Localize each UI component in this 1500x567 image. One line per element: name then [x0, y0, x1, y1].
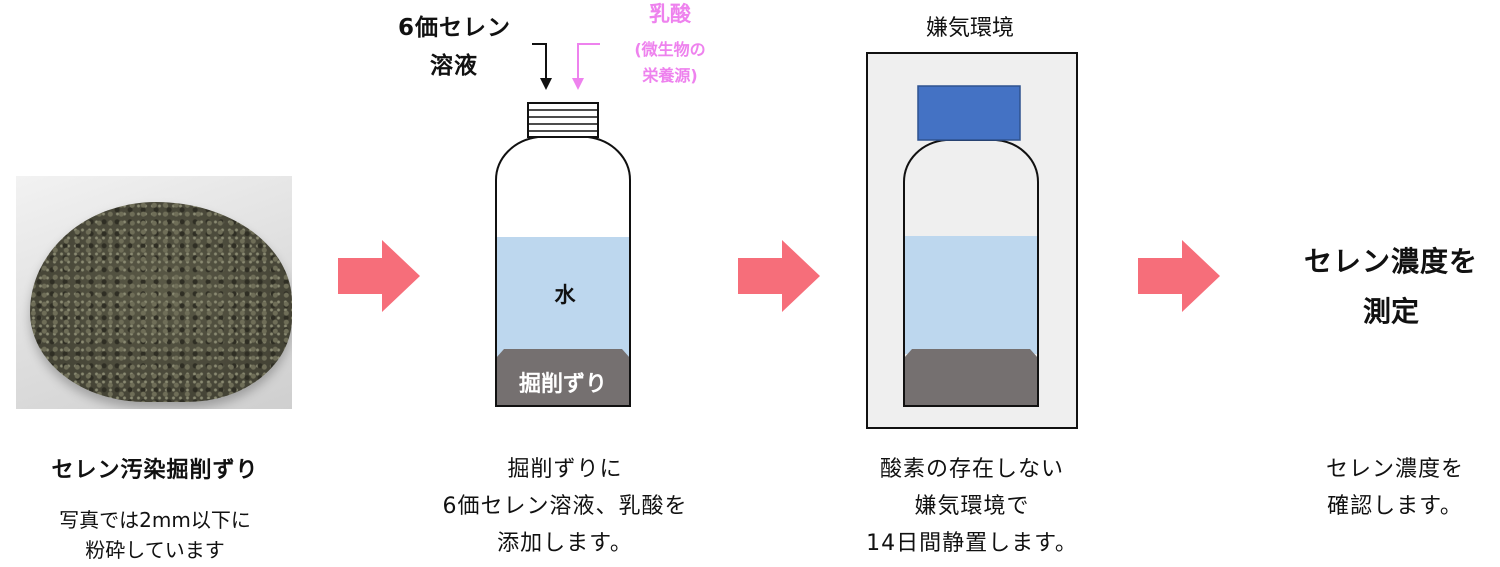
selenium-addition-arrow [532, 43, 552, 90]
soil-pile [30, 202, 292, 402]
step4-desc-line2: 確認します。 [1327, 494, 1463, 519]
step3-desc-line3: 14日間静置します。 [866, 531, 1078, 556]
flow-arrow-3 [1138, 240, 1220, 312]
step4-headline-line1: セレン濃度を [1303, 245, 1478, 278]
chamber-water-layer [904, 236, 1038, 354]
lactic-addition-arrow [572, 43, 600, 90]
chamber-sediment-layer [904, 349, 1038, 406]
anaerobic-header: 嫌気環境 [925, 16, 1014, 41]
chamber-bottle [903, 139, 1039, 407]
selenium-solution-label-line1: 6価セレン [398, 15, 512, 41]
step1-desc-line2: 粉砕しています [85, 538, 225, 562]
step2-desc-line3: 添加します。 [497, 531, 633, 556]
water-layer [496, 237, 630, 359]
bottle-cap [527, 102, 599, 138]
step2-desc-line2: 6価セレン溶液、乳酸を [442, 494, 688, 519]
sediment-label: 掘削ずり [518, 372, 607, 397]
step3-desc-line1: 酸素の存在しない [879, 457, 1064, 482]
reaction-bottle [495, 43, 631, 407]
lactic-note-line1: (微生物の [634, 40, 706, 59]
step4-desc-line1: セレン濃度を [1325, 457, 1464, 482]
sediment-layer [496, 349, 630, 406]
water-label: 水 [554, 283, 576, 307]
selenium-solution-label-line2: 溶液 [430, 53, 478, 79]
step3-desc-line2: 嫌気環境で [914, 494, 1030, 519]
step2-desc-line1: 掘削ずりに [507, 457, 623, 482]
lactic-note-line2: 栄養源) [642, 66, 698, 85]
soil-photo [16, 176, 292, 409]
chamber-bottle-cap [917, 85, 1021, 141]
flow-arrow-1 [338, 240, 420, 312]
step4-headline-line2: 測定 [1362, 295, 1419, 328]
anaerobic-chamber [866, 52, 1078, 429]
step1-title: セレン汚染掘削ずり [51, 458, 259, 483]
flow-arrow-2 [738, 240, 820, 312]
step1-desc-line1: 写真では2mm以下に [59, 508, 251, 532]
lactic-acid-label: 乳酸 [649, 2, 691, 26]
